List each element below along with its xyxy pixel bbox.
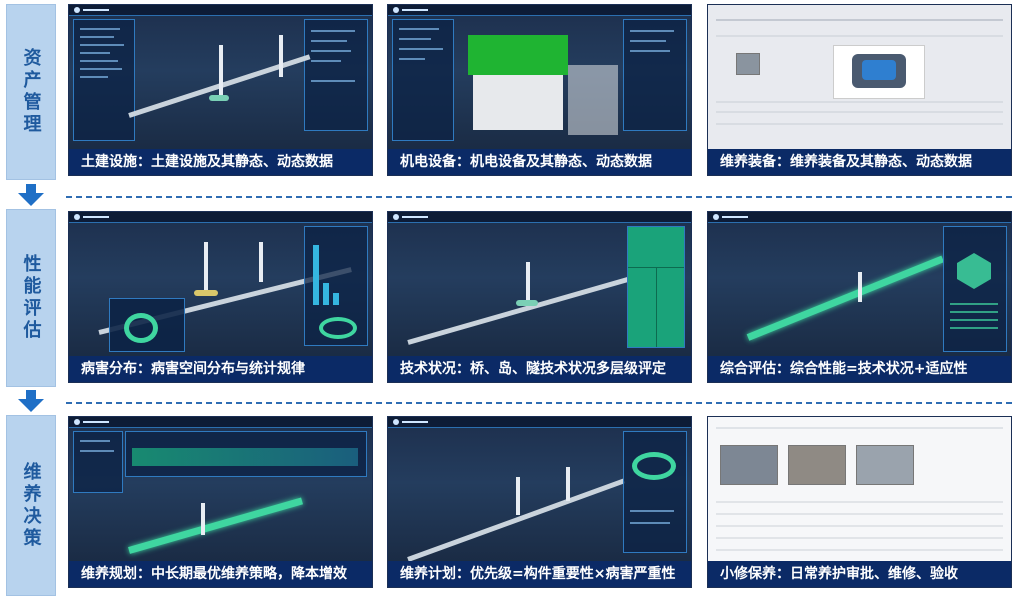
equipment-photo	[833, 45, 925, 99]
inspection-photo	[788, 445, 846, 485]
panel-caption: 维养规划：中长期最优维养策略，降本增效	[69, 561, 372, 587]
panel-caption: 维养计划：优先级=构件重要性×病害严重性	[388, 561, 691, 587]
panel-caption: 维养装备：维养装备及其静态、动态数据	[708, 149, 1011, 175]
screenshot-maintenance-equipment	[708, 5, 1011, 151]
info-panel	[623, 19, 687, 131]
tree-panel	[73, 431, 123, 493]
tree-panel	[392, 19, 454, 141]
panel-civil-facilities[interactable]: 土建设施：土建设施及其静态、动态数据	[68, 4, 373, 176]
panel-caption: 技术状况：桥、岛、隧技术状况多层级评定	[388, 356, 691, 382]
inspection-photo	[856, 445, 914, 485]
panel-disease-distribution[interactable]: 病害分布：病害空间分布与统计规律	[68, 211, 373, 383]
statistics-panel	[304, 226, 368, 346]
planning-chart	[125, 431, 367, 477]
down-arrow-icon	[18, 184, 44, 206]
equipment-thumbnail	[736, 53, 760, 75]
screenshot-maintenance-planning	[69, 417, 372, 563]
screenshot-civil-facilities	[69, 5, 372, 151]
screenshot-minor-repair	[708, 417, 1011, 563]
section-divider	[66, 196, 1012, 198]
section-label-maintenance-decision: 维养决策	[6, 415, 56, 596]
screenshot-comprehensive-evaluation	[708, 212, 1011, 358]
panel-comprehensive-evaluation[interactable]: 综合评估：综合性能=技术状况+适应性	[707, 211, 1012, 383]
panel-caption: 机电设备：机电设备及其静态、动态数据	[388, 149, 691, 175]
panel-maintenance-planning[interactable]: 维养规划：中长期最优维养策略，降本增效	[68, 416, 373, 588]
screenshot-electromechanical-equipment	[388, 5, 691, 151]
info-panel	[304, 19, 368, 131]
panel-caption: 病害分布：病害空间分布与统计规律	[69, 356, 372, 382]
treemap-panel	[627, 226, 685, 348]
disease-popup	[109, 298, 185, 352]
screenshot-maintenance-plan	[388, 417, 691, 563]
panel-technical-condition[interactable]: 技术状况：桥、岛、隧技术状况多层级评定	[387, 211, 692, 383]
priority-panel	[623, 431, 687, 553]
screenshot-technical-condition	[388, 212, 691, 358]
panel-caption: 综合评估：综合性能=技术状况+适应性	[708, 356, 1011, 382]
equipment-model	[468, 35, 568, 75]
panel-maintenance-plan[interactable]: 维养计划：优先级=构件重要性×病害严重性	[387, 416, 692, 588]
panel-minor-repair[interactable]: 小修保养：日常养护审批、维修、验收	[707, 416, 1012, 588]
panel-caption: 土建设施：土建设施及其静态、动态数据	[69, 149, 372, 175]
panel-caption: 小修保养：日常养护审批、维修、验收	[708, 561, 1011, 587]
section-label-performance-evaluation: 性能评估	[6, 209, 56, 387]
evaluation-panel	[943, 226, 1007, 352]
tree-panel	[73, 19, 135, 141]
panel-electromechanical-equipment[interactable]: 机电设备：机电设备及其静态、动态数据	[387, 4, 692, 176]
inspection-photo	[720, 445, 778, 485]
panel-maintenance-equipment[interactable]: 维养装备：维养装备及其静态、动态数据	[707, 4, 1012, 176]
screenshot-disease-distribution	[69, 212, 372, 358]
section-divider	[66, 402, 1012, 404]
section-label-asset-management: 资产管理	[6, 4, 56, 180]
down-arrow-icon	[18, 390, 44, 412]
